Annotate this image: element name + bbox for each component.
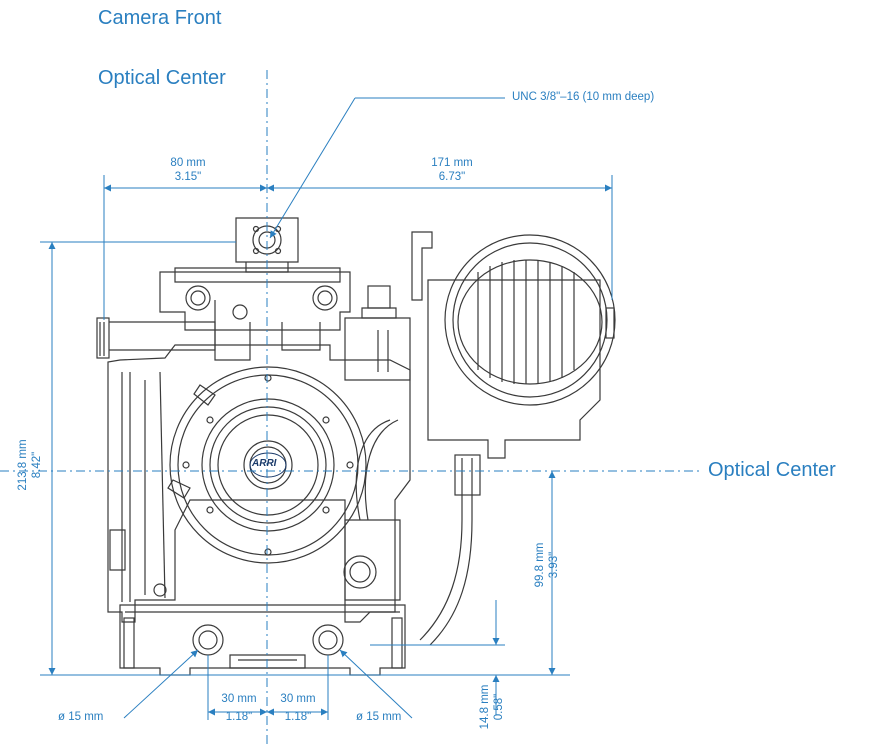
- center-height-in: 3.93": [548, 551, 560, 579]
- left-width-mm: 80 mm: [170, 157, 206, 169]
- total-height-mm: 213.8 mm: [17, 439, 29, 491]
- rod-offset-mm: 14.8 mm: [479, 684, 491, 730]
- optical-center-label-top: Optical Center: [98, 67, 226, 89]
- arri-logo: ARRI: [252, 458, 277, 469]
- right-width-mm: 171 mm: [431, 157, 473, 169]
- thread-callout-label: UNC 3/8"–16 (10 mm deep): [512, 91, 655, 103]
- rod-spacing-left-in: 1.18": [225, 711, 253, 723]
- total-height-in: 8.42": [31, 451, 43, 479]
- center-height-mm: 99.8 mm: [534, 542, 546, 588]
- left-width-in: 3.15": [174, 171, 202, 183]
- rod-spacing-left-mm: 30 mm: [221, 693, 257, 705]
- arri-logo-ring: [249, 452, 287, 478]
- rod-spacing-right-in: 1.18": [284, 711, 312, 723]
- rod-offset-in: 0.58": [493, 693, 505, 721]
- dimension-lines: [0, 70, 700, 744]
- rod-spacing-right-mm: 30 mm: [280, 693, 316, 705]
- rod-diameter-right: ø 15 mm: [356, 711, 402, 723]
- right-width-in: 6.73": [438, 171, 466, 183]
- page-title: Camera Front: [98, 7, 222, 29]
- optical-center-label-right: Optical Center: [708, 459, 836, 481]
- camera-body-outline: [96, 217, 616, 676]
- rod-diameter-left: ø 15 mm: [58, 711, 104, 723]
